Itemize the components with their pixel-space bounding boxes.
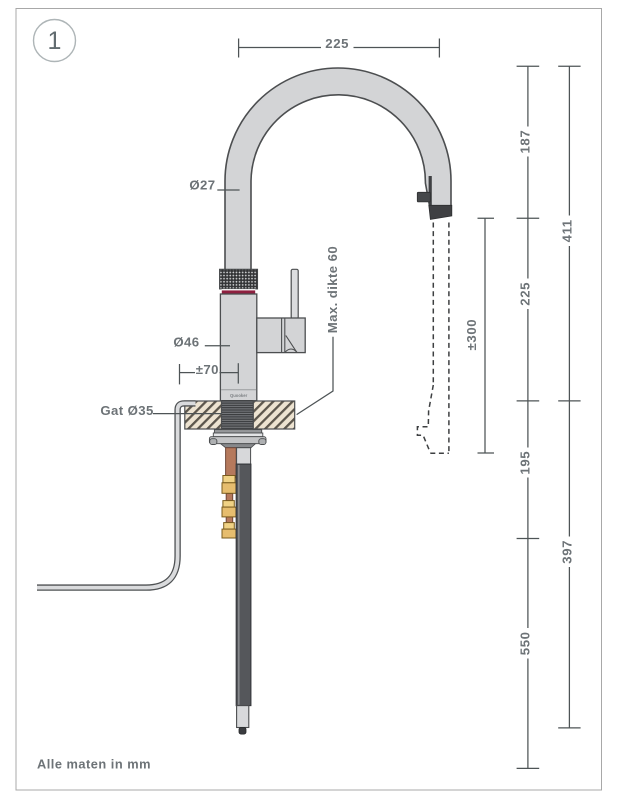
step-badge-number: 1 [48,27,62,55]
brass-nut-1 [222,475,236,484]
faucet-tube [224,67,452,272]
worktop-right [252,400,296,430]
ring-gap [221,289,256,291]
dim-offset [178,363,239,385]
dim-top-width [237,38,441,58]
dim-label-225: 225 [518,282,533,306]
knurled-ring [219,268,259,290]
step-badge: 1 [32,18,77,63]
dim-chain-inner [516,65,540,770]
flange-band-bottom [208,436,267,445]
brass-body-3 [221,528,237,539]
dim-pullout [477,217,494,454]
brass-body-2 [221,506,237,518]
brass-body-1 [221,482,237,494]
red-indicator-band [221,290,256,294]
label-body-diameter: Ø46 [173,335,199,350]
brass-nut-3 [223,522,235,530]
faucet-body [219,293,258,402]
label-max-thickness: Max. dikte 60 [325,246,340,333]
dim-label-195: 195 [518,451,533,475]
dim-label-411: 411 [559,219,574,242]
pullout-hose-dashed [416,222,450,454]
footnote: Alle maten in mm [37,757,151,772]
flange-band-top [213,429,263,434]
label-center-offset: ±70 [196,362,219,377]
copper-pipe-1 [225,447,237,479]
hose-collar [236,447,252,465]
annotation-texts: 225 Ø27 Ø46 ±70 Gat Ø35 Max. dikte 60 ±3… [37,36,574,772]
faucet-drawing: Quooker [37,67,453,735]
hose-tip [236,705,250,729]
dim-label-550: 550 [518,631,533,655]
label-pullout-extension: ±300 [464,319,479,351]
housing-curve [284,348,298,353]
flange-screw-right [258,438,267,445]
supply-pipe-assembly [221,447,237,539]
dim-label-397: 397 [559,540,574,564]
flange-band-mid [212,432,264,438]
hose-connector [238,727,247,735]
leader-max-thickness [296,336,334,416]
label-spout-diameter: Ø27 [189,178,215,193]
pullout-head-outline [416,384,435,453]
housing-diagonal [285,335,298,353]
flange-funnel [219,443,257,449]
cable-inner [37,401,196,590]
dimension-lines [153,38,581,770]
copper-pipe-2 [225,492,234,502]
dim-chain-outer [558,65,581,729]
dim-label-187: 187 [518,130,533,154]
copper-pipe-3 [225,516,234,524]
label-hole-diameter: Gat Ø35 [100,403,153,418]
page-frame [15,8,602,791]
flange-screw-left [209,438,218,445]
lever-handle [290,268,299,320]
step-badge-circle [32,18,77,63]
brass-nut-2 [222,500,235,508]
valve-housing [256,317,306,354]
spray-head-cap [428,204,453,220]
label-top-width: 225 [325,36,349,51]
threaded-shank [221,400,254,431]
hose-bundle [235,447,252,735]
power-cable [37,400,196,591]
spray-head-clip [416,191,431,203]
brand-logo: Quooker [230,393,248,398]
